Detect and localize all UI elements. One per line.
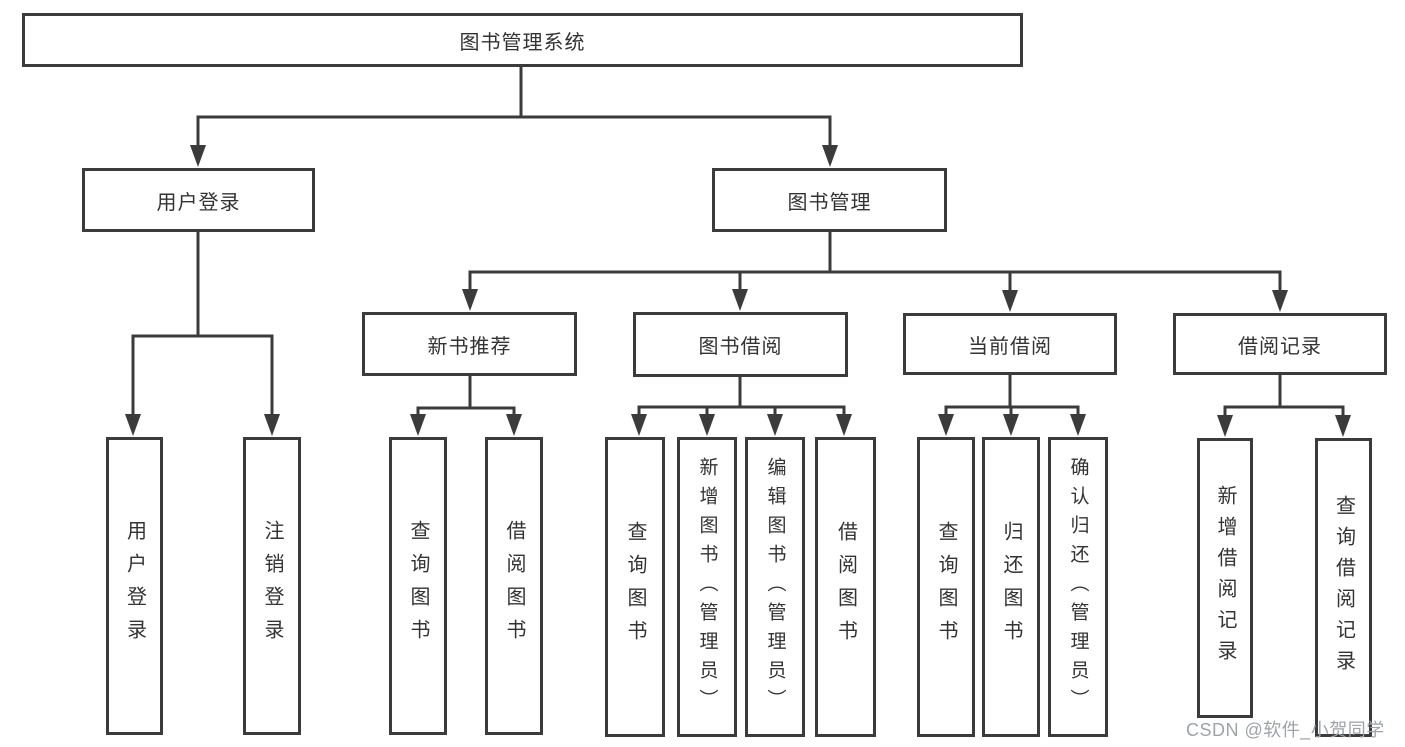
node-new-book-recommend: 新书推荐: [362, 312, 577, 376]
node-borrowing-records: 借阅记录: [1173, 313, 1387, 375]
leaf-query-books-current: 查询图书: [917, 437, 975, 737]
leaf-return-books: 归还图书: [982, 437, 1040, 737]
leaf-add-borrowing-record: 新增借阅记录: [1197, 438, 1253, 718]
arrowheads: [125, 145, 1351, 437]
node-label: 图书管理系统: [459, 31, 586, 54]
leaf-query-books-borrowing: 查询图书: [605, 437, 665, 737]
node-book-management: 图书管理: [712, 168, 947, 232]
node-label: 当前借阅: [968, 335, 1052, 358]
node-current-borrowing: 当前借阅: [903, 313, 1117, 375]
node-label: 借阅记录: [1238, 335, 1322, 358]
node-label: 图书管理: [787, 191, 872, 214]
leaf-edit-books-admin: 编辑图书（管理员）: [745, 437, 805, 737]
watermark: CSDN @软件_小贺同学: [1186, 720, 1385, 740]
leaf-logout-login: 注销登录: [243, 437, 301, 735]
leaf-query-books-recommend: 查询图书: [389, 437, 447, 735]
node-library-management-system: 图书管理系统: [22, 13, 1023, 67]
node-label: 用户登录: [156, 191, 241, 214]
leaf-query-borrowing-record: 查询借阅记录: [1315, 438, 1372, 737]
leaf-add-books-admin: 新增图书（管理员）: [677, 437, 737, 737]
leaf-confirm-return-admin: 确认归还（管理员）: [1048, 437, 1108, 737]
node-label: 新书推荐: [427, 335, 512, 358]
leaf-user-login: 用户登录: [106, 437, 163, 735]
node-user-login: 用户登录: [82, 168, 315, 232]
node-book-borrowing: 图书借阅: [633, 312, 848, 377]
leaf-borrow-books-recommend: 借阅图书: [485, 437, 543, 735]
node-label: 图书借阅: [698, 336, 783, 358]
leaf-borrow-books-borrowing: 借阅图书: [815, 437, 876, 737]
